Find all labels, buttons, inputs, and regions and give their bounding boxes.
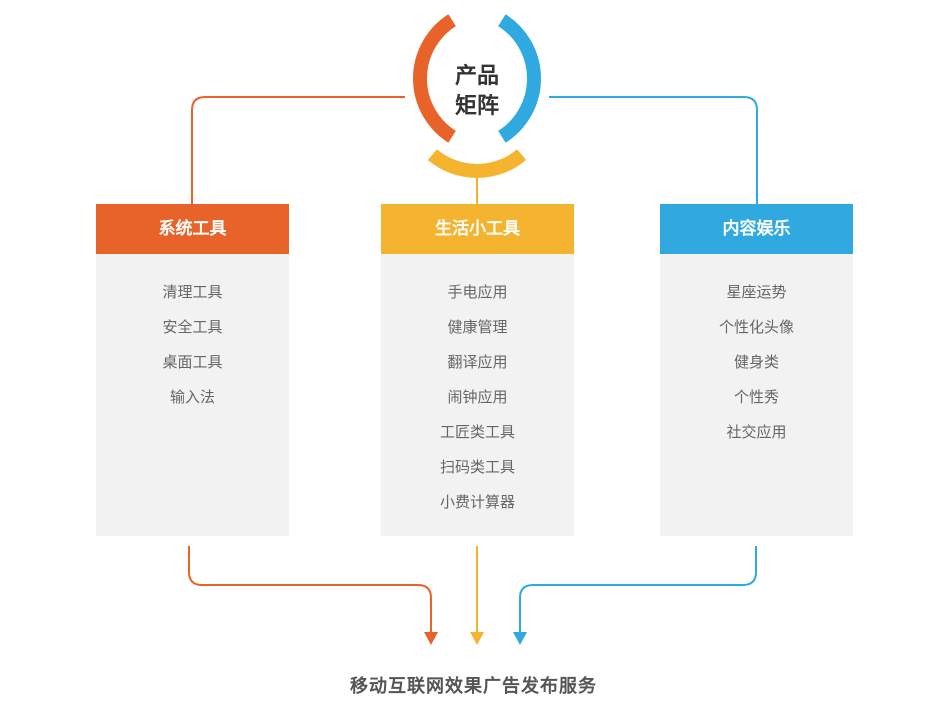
column-header-content-entertainment: 内容娱乐 xyxy=(660,204,853,254)
list-item: 桌面工具 xyxy=(162,353,223,371)
list-item: 健康管理 xyxy=(447,318,508,336)
hub-title-line1: 产品 xyxy=(454,64,499,89)
column-list-content-entertainment: 星座运势 个性化头像 健身类 个性秀 社交应用 xyxy=(660,254,853,450)
hub-title: 产品 矩阵 xyxy=(427,62,527,122)
hub-ring-blue-segment xyxy=(497,14,541,143)
list-item: 社交应用 xyxy=(726,423,787,441)
list-item: 手电应用 xyxy=(447,283,508,301)
column-list-system-tools: 清理工具 安全工具 桌面工具 输入法 xyxy=(96,254,289,415)
column-content-entertainment: 内容娱乐 星座运势 个性化头像 健身类 个性秀 社交应用 xyxy=(660,204,853,536)
arrow-blue-icon xyxy=(513,632,527,645)
list-item: 安全工具 xyxy=(162,318,223,336)
list-item: 工匠类工具 xyxy=(439,423,515,441)
hub-title-line2: 矩阵 xyxy=(454,94,499,119)
list-item: 健身类 xyxy=(733,353,779,371)
list-item: 小费计算器 xyxy=(439,493,515,511)
arrow-yellow-icon xyxy=(470,632,484,645)
list-item: 输入法 xyxy=(169,388,215,406)
list-item: 闹钟应用 xyxy=(447,388,508,406)
list-item: 翻译应用 xyxy=(447,353,508,371)
arrow-orange-icon xyxy=(424,632,438,645)
column-system-tools: 系统工具 清理工具 安全工具 桌面工具 输入法 xyxy=(96,204,289,536)
list-item: 扫码类工具 xyxy=(439,458,515,476)
footer-text: 移动互联网效果广告发布服务 xyxy=(350,676,597,697)
list-item: 星座运势 xyxy=(726,283,787,301)
connector-system-tools-to-footer xyxy=(188,546,432,632)
list-item: 个性秀 xyxy=(733,388,779,406)
connector-hub-to-content-entertainment xyxy=(549,96,758,204)
list-item: 个性化头像 xyxy=(718,318,794,336)
column-life-tools: 生活小工具 手电应用 健康管理 翻译应用 闹钟应用 工匠类工具 扫码类工具 小费… xyxy=(381,204,574,536)
list-item: 清理工具 xyxy=(162,283,223,301)
connector-hub-to-system-tools xyxy=(191,96,405,204)
column-header-system-tools: 系统工具 xyxy=(96,204,289,254)
column-header-life-tools: 生活小工具 xyxy=(381,204,574,254)
hub-ring-orange-segment xyxy=(413,14,457,143)
connector-content-entertainment-to-footer xyxy=(519,546,757,632)
column-list-life-tools: 手电应用 健康管理 翻译应用 闹钟应用 工匠类工具 扫码类工具 小费计算器 xyxy=(381,254,574,520)
